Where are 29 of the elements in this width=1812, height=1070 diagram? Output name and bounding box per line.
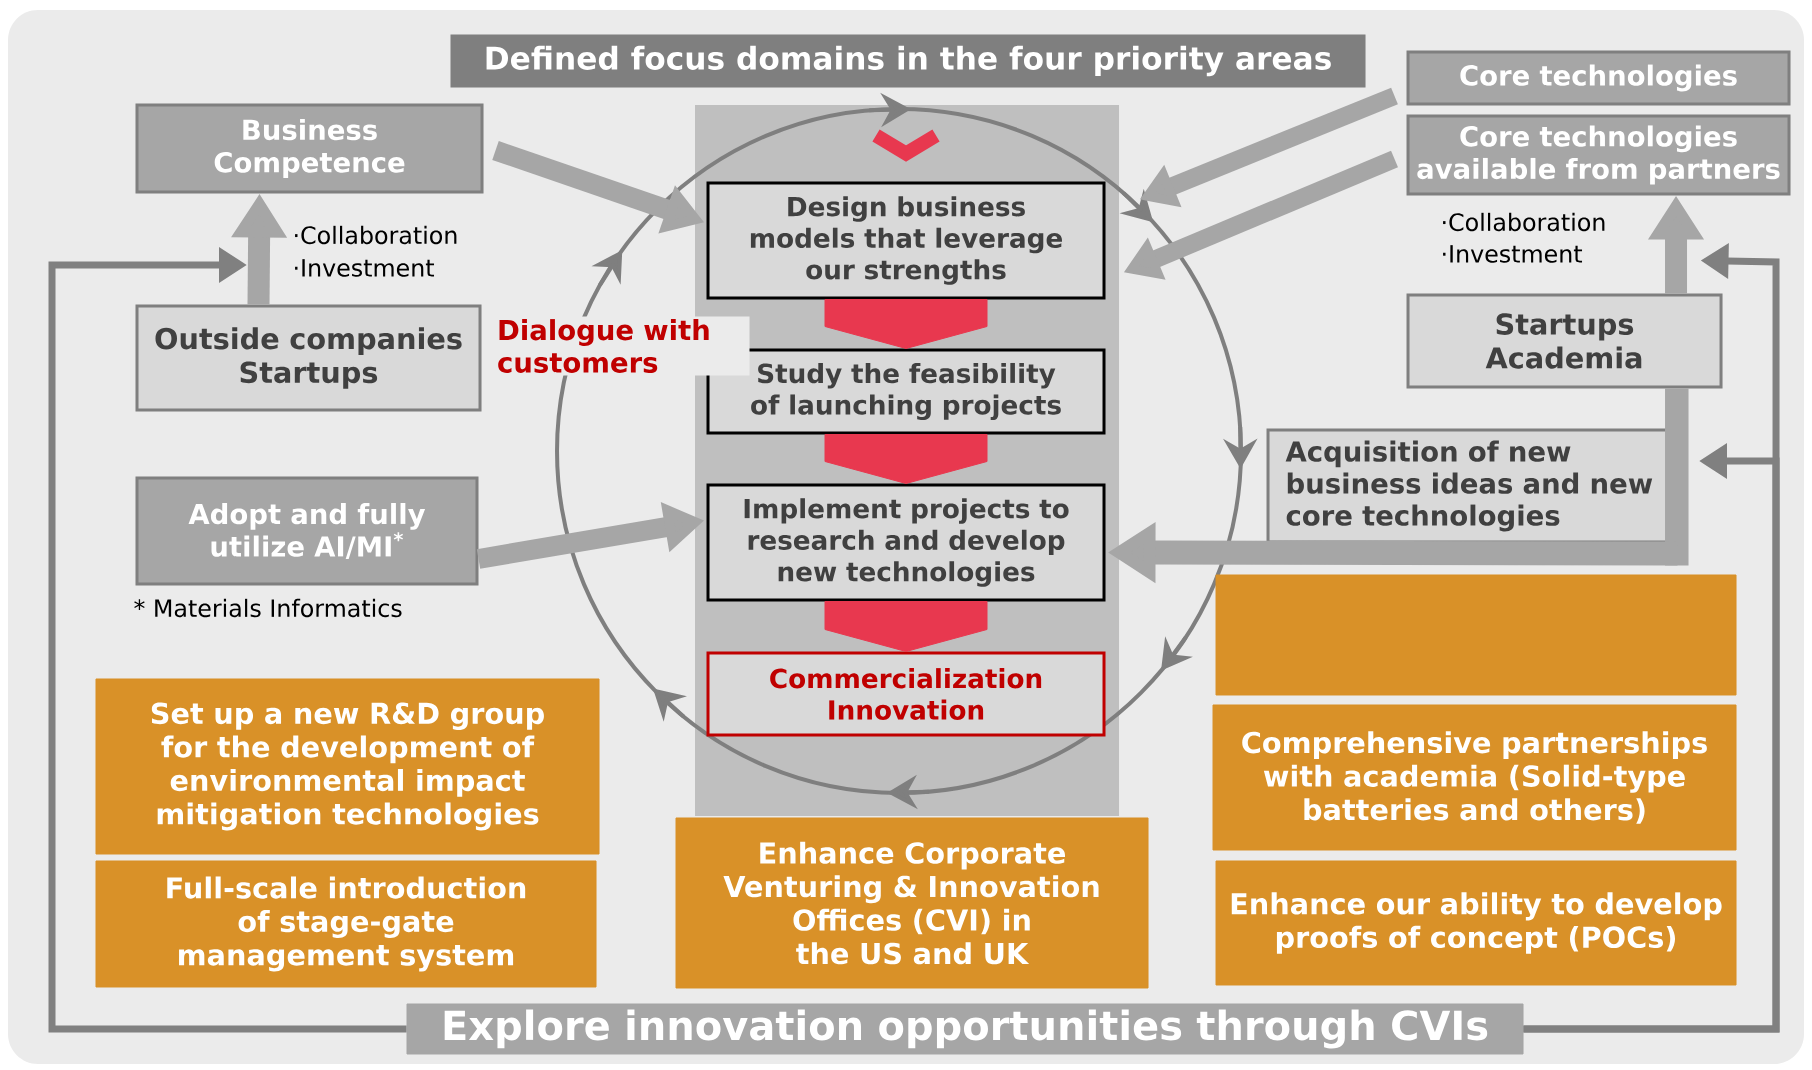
feedback-arrow [48,246,407,1033]
title-band: Defined focus domains in the four priority areas [450,34,1366,88]
initiative-box: Enhance our ability to develop proofs of concept (POCs) [1215,860,1737,986]
bullet-text: ·Investment [295,259,434,277]
chevron-arrow [824,601,988,652]
stage-box: Study the feasibility of launching projects [706,348,1106,435]
source-box: Outside companies Startups [135,304,482,412]
source-box: Startups Academia [1406,293,1723,389]
initiative-box: Full-scale introduction of stage-gate management system [95,860,597,988]
caption-text: Dialogue with customers [494,316,750,376]
stage-box: Implement projects to research and develop new technologies [706,483,1106,602]
stage-box: Design business models that leverage our strengths [706,181,1106,300]
capability-box: Core technologies [1406,50,1791,106]
capability-box: Business Competence [135,103,484,194]
footnote-text: * Materials Informatics [134,598,402,618]
chevron-arrow [824,299,988,349]
banner-band: Explore innovation opportunities through CVIs [406,1003,1524,1055]
initiative-box: Comprehensive partnerships with academia (Solid-type batteries and others) [1212,704,1737,851]
source-box: Acquisition of new business ideas and new core technologies [1266,428,1675,544]
bullet-text: ·Collaboration [1443,212,1605,232]
initiative-box [1215,574,1737,696]
capability-box: Core technologies available from partners [1406,114,1791,196]
stage-box: Commercialization Innovation [706,651,1106,737]
initiative-box: Enhance Corporate Venturing & Innovation Offices (CVI) in the US and UK [675,817,1149,989]
bullet-text: ·Investment [1443,245,1583,263]
chevron-arrow [824,434,988,484]
bullet-text: ·Collaboration [295,225,457,245]
initiative-box: Set up a new R&D group for the development of environmental impact mitigation technologies [95,678,600,855]
capability-box: Adopt and fully utilize AI/MI$^{*}$ [135,476,479,586]
